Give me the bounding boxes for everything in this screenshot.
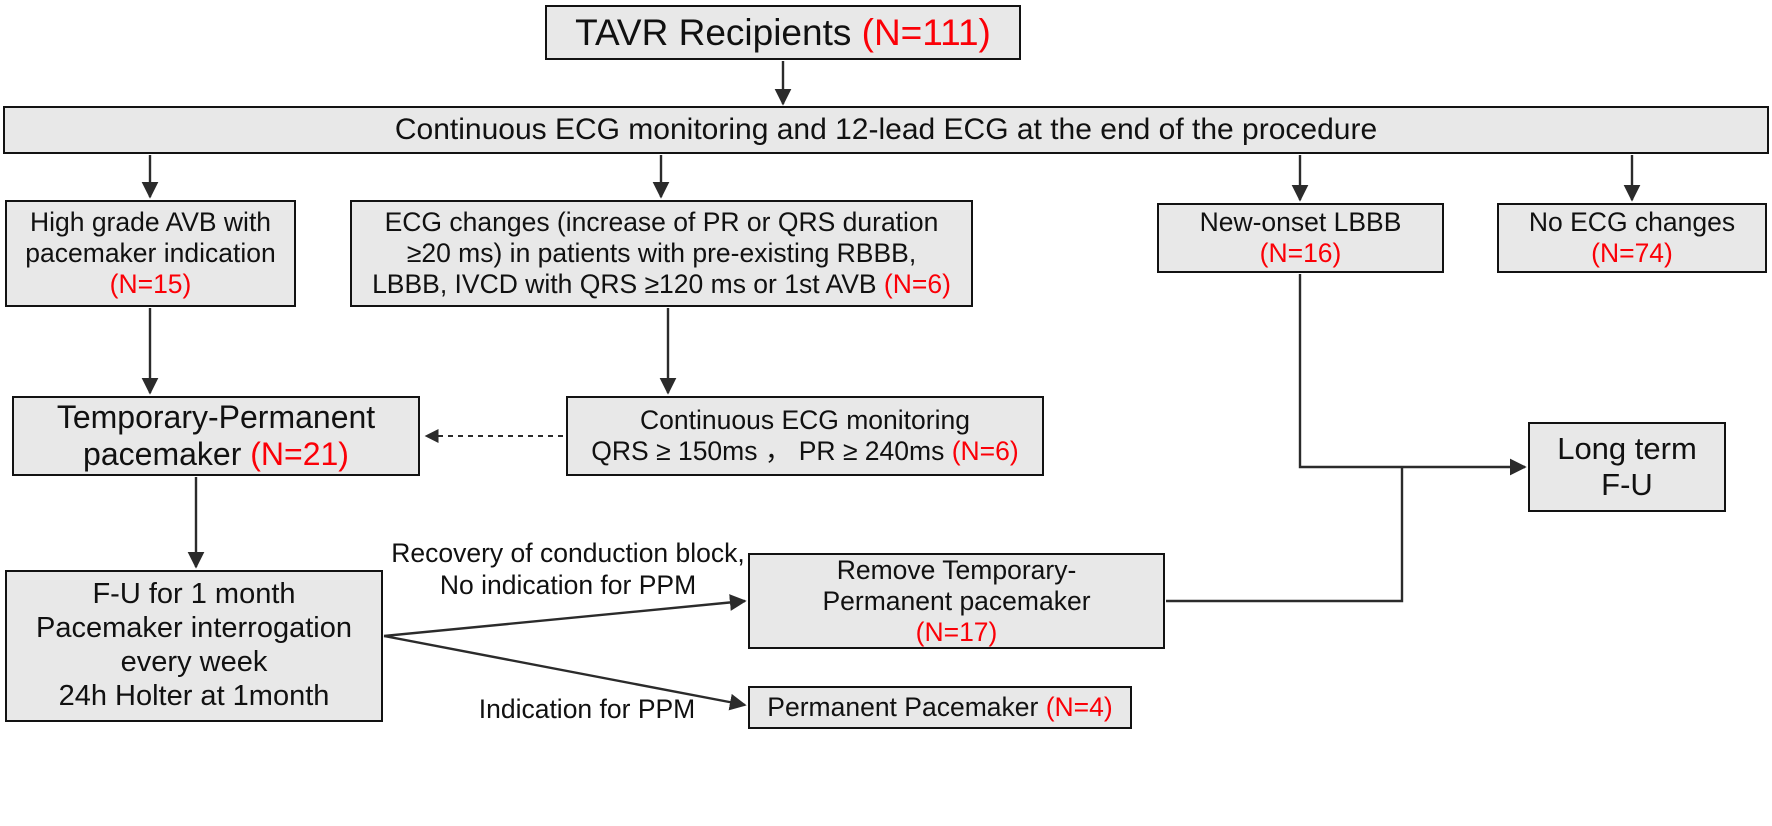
node-lbbb-line1: New-onset LBBB — [1199, 207, 1402, 237]
node-permanent-pacemaker[interactable]: Permanent Pacemaker (N=4) — [748, 686, 1132, 729]
node-continuous-ecg-monitoring-header[interactable]: Continuous ECG monitoring and 12-lead EC… — [3, 106, 1769, 154]
node-tpm-count: (N=21) — [250, 436, 349, 472]
node-ecg-changes-count: (N=6) — [883, 269, 951, 299]
edge-label-recovery-line1: Recovery of conduction block, — [391, 538, 745, 568]
node-tavr-text: TAVR Recipients (N=111) — [575, 11, 991, 53]
node-long-term-line2: F-U — [1601, 467, 1653, 502]
node-temporary-permanent-pacemaker[interactable]: Temporary-Permanent pacemaker (N=21) — [12, 396, 420, 476]
node-high-grade-avb[interactable]: High grade AVB with pacemaker indication… — [5, 200, 296, 307]
node-fu-line1: F-U for 1 month — [92, 578, 296, 611]
node-ppm-count: (N=4) — [1045, 692, 1113, 722]
node-contmon-count: (N=6) — [951, 436, 1019, 466]
node-new-onset-lbbb[interactable]: New-onset LBBB (N=16) — [1157, 203, 1444, 273]
node-ecg-changes-line2: ≥20 ms) in patients with pre-existing RB… — [406, 238, 917, 268]
node-contmon-line1: Continuous ECG monitoring — [640, 405, 970, 435]
node-no-ecg-line1: No ECG changes — [1528, 207, 1736, 237]
node-ecg-changes-line3: LBBB, IVCD with QRS ≥120 ms or 1st AVB (… — [372, 269, 951, 299]
node-fu-line3: every week — [120, 646, 268, 678]
edge-label-indication-line1: Indication for PPM — [478, 694, 696, 724]
node-remove-count: (N=17) — [915, 616, 998, 647]
node-long-term-line1: Long term — [1557, 430, 1697, 466]
node-avb-line1: High grade AVB with — [29, 207, 272, 237]
node-ppm-line1: Permanent Pacemaker (N=4) — [767, 692, 1113, 722]
node-tpm-line1: Temporary-Permanent — [56, 398, 376, 435]
node-fu-one-month[interactable]: F-U for 1 month Pacemaker interrogation … — [5, 570, 383, 722]
node-fu-line4: 24h Holter at 1month — [58, 679, 330, 712]
node-no-ecg-count: (N=74) — [1591, 238, 1673, 268]
node-long-term-fu[interactable]: Long term F-U — [1528, 422, 1726, 512]
edge-label-recovery-line2: No indication for PPM — [439, 569, 697, 600]
node-lbbb-count: (N=16) — [1259, 238, 1342, 268]
node-remove-temporary-permanent-pacemaker[interactable]: Remove Temporary- Permanent pacemaker (N… — [748, 553, 1165, 649]
node-ecg-changes[interactable]: ECG changes (increase of PR or QRS durat… — [350, 200, 973, 307]
node-ecg-changes-line1: ECG changes (increase of PR or QRS durat… — [384, 207, 939, 237]
node-contmon-line2: QRS ≥ 150ms ， PR ≥ 240ms (N=6) — [591, 436, 1019, 466]
node-tavr-recipients[interactable]: TAVR Recipients (N=111) — [545, 5, 1021, 60]
node-avb-count: (N=15) — [109, 269, 192, 299]
node-tavr-count: (N=111) — [861, 11, 991, 53]
node-monitor-line1: Continuous ECG monitoring and 12-lead EC… — [394, 113, 1378, 147]
node-fu-line2: Pacemaker interrogation — [36, 612, 352, 645]
node-remove-line1: Remove Temporary- — [836, 554, 1077, 585]
edge-label-indication: Indication for PPM — [452, 694, 722, 726]
node-remove-line2: Permanent pacemaker — [822, 585, 1091, 616]
node-tpm-line2: pacemaker (N=21) — [83, 436, 349, 472]
node-avb-line2: pacemaker indication — [25, 238, 276, 268]
edge-label-recovery: Recovery of conduction block, No indicat… — [388, 538, 748, 602]
node-continuous-ecg-monitoring-criteria[interactable]: Continuous ECG monitoring QRS ≥ 150ms ， … — [566, 396, 1044, 476]
node-no-ecg-changes[interactable]: No ECG changes (N=74) — [1497, 203, 1767, 273]
